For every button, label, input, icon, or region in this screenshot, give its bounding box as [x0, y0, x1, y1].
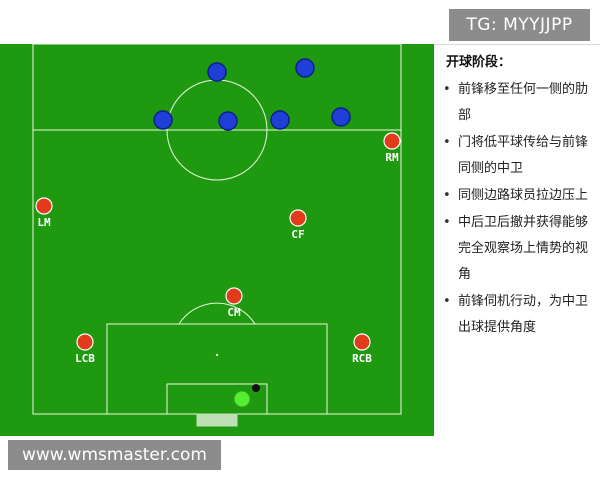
blue-player: [207, 62, 227, 82]
bullet-item: 中后卫后撤并获得能够完全观察场上情势的视角: [442, 210, 592, 288]
blue-player: [295, 58, 315, 78]
player-cm-label: CM: [227, 306, 241, 319]
watermark-bottom: www.wmsmaster.com: [8, 440, 221, 470]
player-cf: [289, 209, 307, 227]
blue-player: [270, 110, 290, 130]
player-rm: [383, 132, 401, 150]
player-rcb: [353, 333, 371, 351]
ball: [252, 384, 260, 392]
bullet-item: 同侧边路球员拉边压上: [442, 183, 592, 209]
player-lcb: [76, 333, 94, 351]
bullet-list: 前锋移至任何一侧的肋部 门将低平球传给与前锋同侧的中卫 同侧边路球员拉边压上 中…: [442, 77, 592, 342]
bullet-item: 门将低平球传给与前锋同侧的中卫: [442, 130, 592, 182]
player-rcb-label: RCB: [352, 352, 372, 365]
watermark-top: TG: MYYJJPP: [449, 9, 590, 41]
player-rm-label: RM: [385, 151, 399, 164]
bullet-item: 前锋移至任何一侧的肋部: [442, 77, 592, 129]
penalty-arc: [178, 302, 256, 325]
pitch-background: [0, 44, 434, 436]
blue-player: [218, 111, 238, 131]
red-team: RM LM CF CM LCB RCB: [35, 132, 401, 365]
player-lcb-label: LCB: [75, 352, 95, 365]
penalty-spot: [215, 353, 219, 357]
player-lm: [35, 197, 53, 215]
pitch-diagram: RM LM CF CM LCB RCB: [0, 44, 434, 436]
blue-team: [153, 58, 351, 131]
player-cm: [225, 287, 243, 305]
panel-title: 开球阶段：: [446, 55, 512, 70]
player-lm-label: LM: [37, 216, 51, 229]
explanation-panel: 开球阶段： 前锋移至任何一侧的肋部 门将低平球传给与前锋同侧的中卫 同侧边路球员…: [434, 44, 600, 436]
blue-player: [153, 110, 173, 130]
player-cf-label: CF: [291, 228, 304, 241]
goalkeeper: [233, 390, 251, 408]
goal: [196, 413, 238, 427]
blue-player: [331, 107, 351, 127]
bullet-item: 前锋伺机行动，为中卫出球提供角度: [442, 289, 592, 341]
